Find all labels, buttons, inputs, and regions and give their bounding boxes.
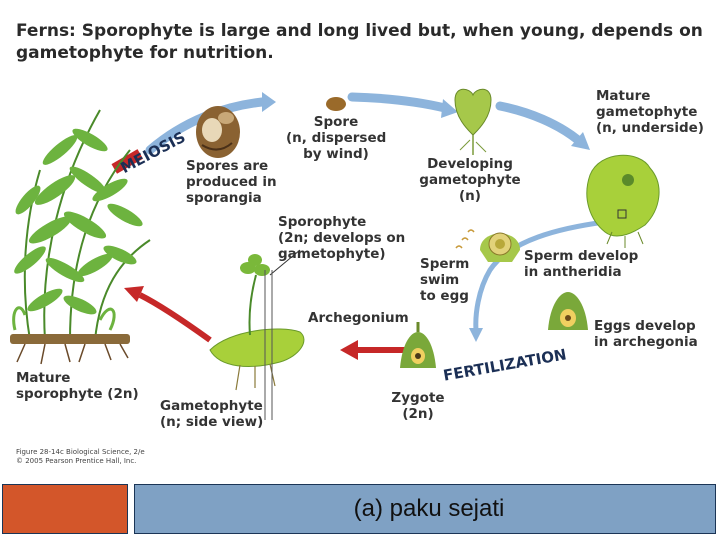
label-spore-sub1: (n, dispersed [286, 130, 387, 146]
label-mature-gam-3: (n, underside) [596, 120, 704, 136]
label-sperm-swim-3: to egg [420, 288, 469, 304]
cycle-arrow-sperm-swim [469, 219, 606, 342]
label-spores-produced-3: sporangia [186, 190, 262, 206]
label-sperm-develop-2: in antheridia [524, 264, 622, 280]
title-text: Sporophyte is large and long lived but, … [16, 21, 703, 63]
cycle-arrow-to-gametophyte [347, 92, 458, 118]
label-mature-sporo-2: sporophyte (2n) [16, 386, 139, 402]
cycle-arrow-fertilization [340, 340, 405, 360]
label-gametophyte-side-1: Gametophyte [160, 398, 263, 414]
label-zygote: Zygote (2n) [378, 390, 458, 422]
meiosis-marker [111, 149, 143, 174]
label-mature-gam-1: Mature [596, 88, 651, 104]
label-gametophyte-side: Gametophyte (n; side view) [160, 398, 263, 430]
label-sporophyte-3: gametophyte) [278, 246, 386, 262]
antheridium-icon [480, 232, 520, 262]
sporangia-icon [196, 106, 240, 158]
footer-label: (a) paku sejati [353, 495, 505, 522]
figure-caption: Figure 28-14c Biological Science, 2/e © … [16, 448, 145, 466]
sperm-icon [455, 229, 475, 249]
label-zygote-2: (2n) [402, 406, 434, 422]
label-sperm-develop-1: Sperm develop [524, 248, 639, 264]
developing-gametophyte-icon [454, 88, 492, 155]
label-eggs-develop: Eggs develop in archegonia [594, 318, 698, 350]
label-eggs-develop-2: in archegonia [594, 334, 698, 350]
label-developing-1: Developing [427, 156, 513, 172]
label-archegonium: Archegonium [308, 310, 409, 326]
caption-line-1: Figure 28-14c Biological Science, 2/e [16, 448, 145, 456]
fern-life-cycle-diagram [10, 88, 660, 420]
label-mature-sporo-1: Mature [16, 370, 71, 386]
label-sperm-swim-1: Sperm [420, 256, 470, 272]
label-spores-produced: Spores are produced in sporangia [186, 158, 277, 206]
footer-accent-block [2, 484, 128, 534]
label-sperm-swim: Sperm swim to egg [420, 256, 469, 304]
label-developing-3: (n) [459, 188, 481, 204]
diagram-title: Ferns: Sporophyte is large and long live… [16, 20, 706, 64]
young-sporophyte-icon [209, 249, 305, 420]
zygote-icon [400, 322, 436, 368]
label-mature-gametophyte: Mature gametophyte (n, underside) [596, 88, 704, 136]
label-spore: Spore (n, dispersed by wind) [286, 114, 386, 162]
label-spores-produced-1: Spores are [186, 158, 269, 174]
cycle-arrow-to-mature-gametophyte [495, 101, 590, 150]
label-developing-2: gametophyte [419, 172, 521, 188]
label-gametophyte-side-2: (n; side view) [160, 414, 264, 430]
label-sporophyte-2: (2n; develops on [278, 230, 406, 246]
label-sperm-develop: Sperm develop in antheridia [524, 248, 638, 280]
archegonium-egg-icon [548, 292, 588, 330]
mature-sporophyte-fern [10, 109, 151, 365]
label-spores-produced-2: produced in [186, 174, 277, 190]
mature-gametophyte-icon [586, 154, 660, 248]
cycle-arrow-sporophyte-growth [124, 286, 212, 343]
label-zygote-1: Zygote [391, 390, 445, 406]
label-spore-sub2: by wind) [303, 146, 369, 162]
label-sporophyte-1: Sporophyte [278, 214, 367, 230]
label-developing-gametophyte: Developing gametophyte (n) [410, 156, 530, 204]
label-mature-sporophyte: Mature sporophyte (2n) [16, 370, 139, 402]
spore-icon [326, 97, 346, 111]
label-mature-gam-2: gametophyte [596, 104, 698, 120]
footer-label-bar: (a) paku sejati [134, 484, 716, 534]
label-sperm-swim-2: swim [420, 272, 460, 288]
title-bold: Ferns: [16, 21, 76, 41]
label-spore-title: Spore [313, 114, 359, 130]
label-sporophyte-develops: Sporophyte (2n; develops on gametophyte) [278, 214, 405, 262]
label-eggs-develop-1: Eggs develop [594, 318, 696, 334]
caption-line-2: © 2005 Pearson Prentice Hall, Inc. [16, 457, 137, 465]
